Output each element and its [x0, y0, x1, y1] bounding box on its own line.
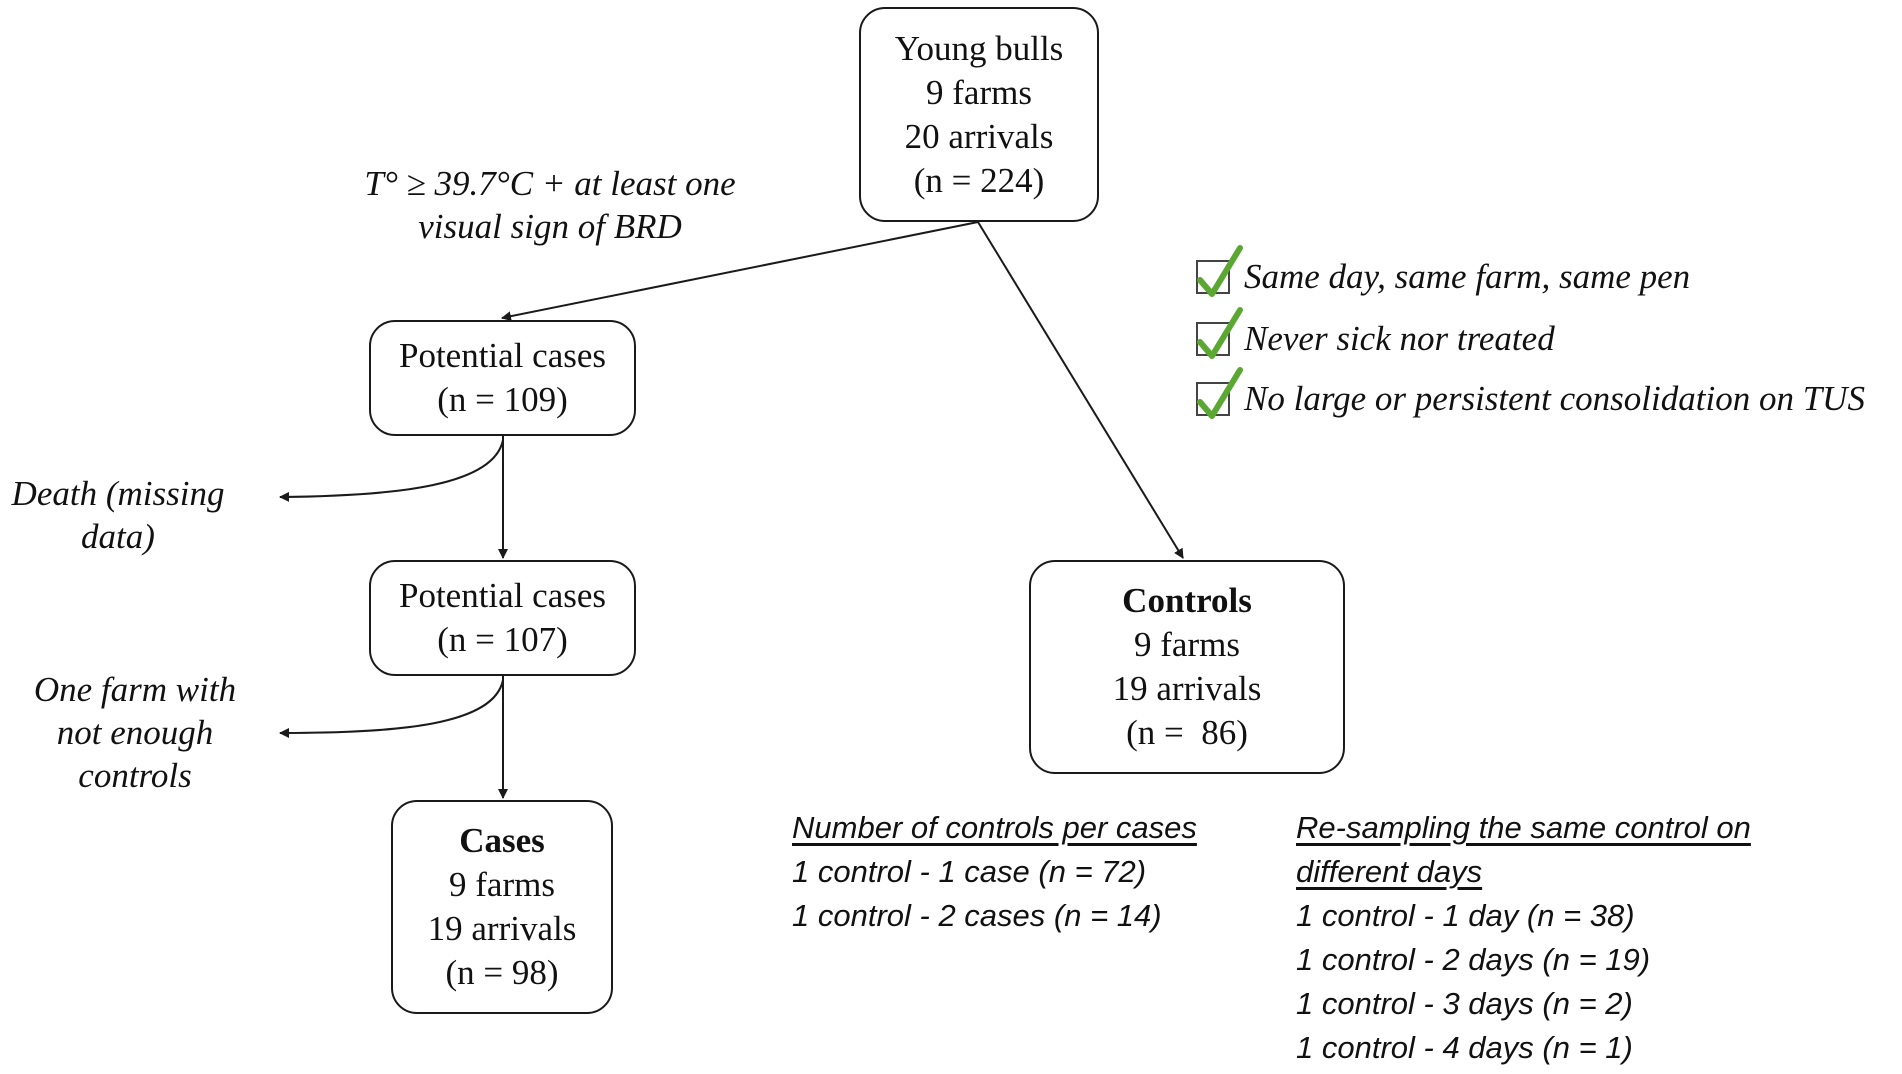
checkbox-checked-icon — [1196, 245, 1243, 297]
cases-box: Cases 9 farms 19 arrivals (n = 98) — [391, 800, 613, 1014]
controls-per-case-heading: Number of controls per cases — [792, 810, 1197, 845]
exclusion-death-line-1: Death (missing — [11, 474, 225, 513]
green-check-icon — [1197, 307, 1243, 359]
resampling-heading-line-2: different days — [1296, 854, 1483, 889]
potential-cases-2-line-1: Potential cases — [398, 576, 607, 615]
case-criteria-annotation: T° ≥ 39.7°C + at least one visual sign o… — [305, 162, 795, 248]
potential-cases-1-line-1: Potential cases — [398, 336, 607, 375]
exclusion-farm-line-1: One farm with — [33, 670, 237, 709]
controls-per-case-item: 1 control - 1 case (n = 72) — [792, 854, 1147, 889]
resampling-item: 1 control - 2 days (n = 19) — [1296, 942, 1651, 977]
controls-line-1: 9 farms — [1134, 625, 1240, 664]
case-criteria-line-2: visual sign of BRD — [418, 207, 682, 246]
potential-cases-box-2: Potential cases (n = 107) — [369, 560, 636, 676]
young-bulls-line-1: Young bulls — [894, 28, 1064, 68]
young-bulls-line-4: (n = 224) — [913, 160, 1045, 200]
young-bulls-line-2: 9 farms — [926, 72, 1032, 112]
young-bulls-box: Young bulls 9 farms 20 arrivals (n = 224… — [859, 7, 1099, 222]
resampling-list: Re-sampling the same control on differen… — [1296, 806, 1751, 1070]
potential-cases-2-line-2: (n = 107) — [437, 620, 568, 659]
exclusion-death-annotation: Death (missing data) — [0, 472, 236, 558]
arrow-exclusion-farm — [279, 679, 504, 738]
controls-per-case-item: 1 control - 2 cases (n = 14) — [792, 898, 1162, 933]
resampling-item: 1 control - 1 day (n = 38) — [1296, 898, 1635, 933]
controls-line-2: 19 arrivals — [1112, 669, 1262, 708]
arrow-to-potential-cases — [501, 221, 979, 322]
control-criterion-1: Same day, same farm, same pen — [1196, 245, 1691, 302]
potential-cases-box-1: Potential cases (n = 109) — [369, 320, 636, 436]
arrow-exclusion-death — [279, 439, 504, 502]
case-criteria-line-1: T° ≥ 39.7°C + at least one — [364, 164, 736, 203]
resampling-item: 1 control - 4 days (n = 1) — [1296, 1030, 1633, 1065]
cases-line-2: 19 arrivals — [427, 909, 577, 948]
checkbox-checked-icon — [1196, 307, 1243, 359]
controls-line-3: (n = 86) — [1126, 713, 1248, 752]
exclusion-farm-line-3: controls — [78, 756, 192, 795]
checkbox-checked-icon — [1196, 367, 1243, 419]
cases-line-1: 9 farms — [449, 865, 555, 904]
controls-per-case-list: Number of controls per cases 1 control -… — [792, 806, 1197, 938]
green-check-icon — [1197, 245, 1243, 297]
control-criterion-2: Never sick nor treated — [1196, 307, 1555, 364]
cases-line-3: (n = 98) — [445, 953, 559, 992]
cases-title: Cases — [459, 821, 545, 860]
control-criterion-label: Same day, same farm, same pen — [1244, 257, 1691, 296]
control-criterion-label: No large or persistent consolidation on … — [1244, 379, 1865, 418]
potential-cases-1-line-2: (n = 109) — [437, 380, 568, 419]
young-bulls-line-3: 20 arrivals — [904, 116, 1054, 156]
controls-title: Controls — [1122, 581, 1252, 620]
control-criterion-3: No large or persistent consolidation on … — [1196, 367, 1865, 424]
green-check-icon — [1197, 367, 1243, 419]
control-criterion-label: Never sick nor treated — [1244, 319, 1555, 358]
exclusion-farm-annotation: One farm with not enough controls — [20, 668, 250, 797]
exclusion-death-line-2: data) — [81, 517, 155, 556]
resampling-heading-line-1: Re-sampling the same control on — [1296, 810, 1751, 845]
controls-box: Controls 9 farms 19 arrivals (n = 86) — [1029, 560, 1345, 774]
arrow-to-controls — [977, 221, 1184, 559]
exclusion-farm-line-2: not enough — [56, 713, 214, 752]
resampling-item: 1 control - 3 days (n = 2) — [1296, 986, 1633, 1021]
